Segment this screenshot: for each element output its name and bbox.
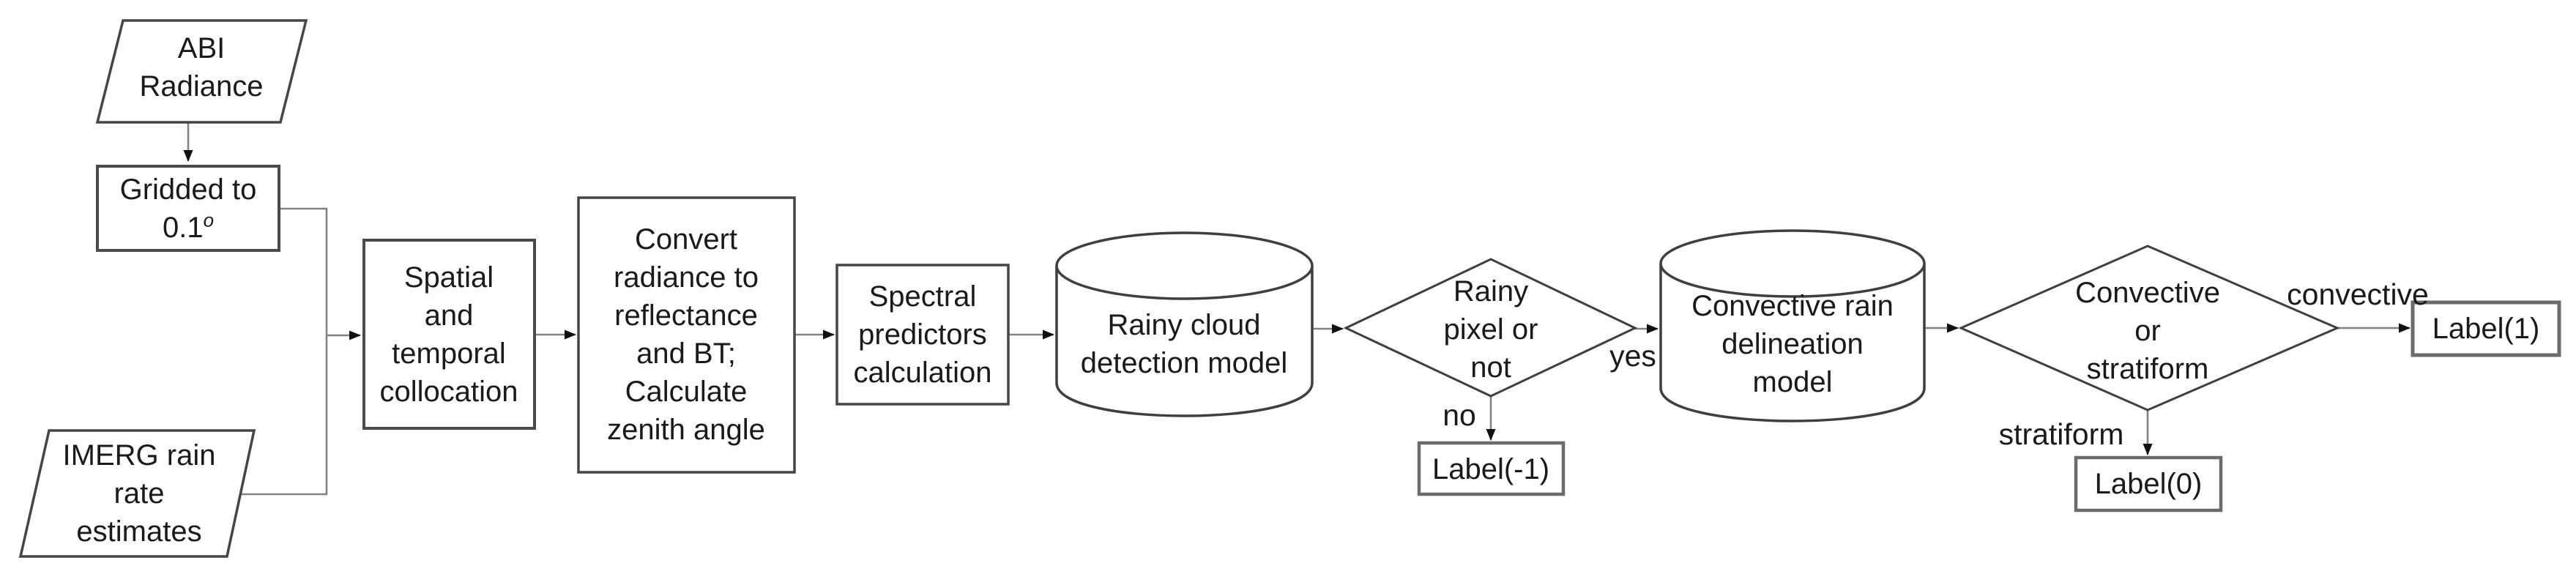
- label-minus1-shape: [1417, 441, 1566, 496]
- rainy-cloud-model-label: Rainy cloud detection model: [1080, 309, 1288, 379]
- edge-label-stratiform: stratiform: [1998, 417, 2124, 451]
- label-1-shape: [2411, 300, 2561, 357]
- connector-merge-elbow: [242, 207, 328, 496]
- rainy-cloud-model-shape: [1055, 231, 1314, 417]
- convective-model-shape: [1659, 229, 1926, 422]
- spectral-predictors-label: Spectral predictors calculation: [853, 280, 992, 389]
- label-minus1-text: Label(-1): [1432, 453, 1550, 485]
- convective-decision-label: Convective or stratiform: [2075, 277, 2220, 385]
- edge-label-convective: convective: [2287, 277, 2429, 311]
- convective-decision-shape: [1958, 245, 2340, 411]
- convert-radiance-label: Convert radiance to reflectance and BT; …: [607, 223, 765, 446]
- imerg-shape: [18, 429, 256, 558]
- gridded-shape: [96, 165, 280, 252]
- rainy-decision-label: Rainy pixel or not: [1443, 275, 1538, 384]
- edge-label-yes: yes: [1609, 339, 1656, 373]
- label-0-text: Label(0): [2094, 468, 2203, 500]
- gridded-label-line2: 0.1o: [162, 209, 215, 244]
- gridded-label: Gridded to 0.1o: [120, 133, 257, 285]
- spatial-collocation-label: Spatial and temporal collocation: [379, 261, 518, 408]
- label-0-shape: [2074, 455, 2223, 513]
- rainy-decision-shape: [1343, 258, 1638, 398]
- spatial-collocation-shape: [362, 239, 536, 430]
- spectral-predictors-shape: [835, 264, 1010, 406]
- imerg-label: IMERG rain rate estimates: [62, 439, 216, 548]
- convert-radiance-shape: [577, 196, 796, 474]
- abi-radiance-label: ABI Radiance: [139, 32, 264, 103]
- abi-radiance-shape: [95, 19, 308, 124]
- gridded-label-line1: Gridded to: [119, 174, 257, 206]
- edge-label-no: no: [1443, 398, 1476, 432]
- convective-model-label: Convective rain delineation model: [1691, 290, 1894, 398]
- label-1-text: Label(1): [2432, 313, 2540, 345]
- gridded-degree-superscript: o: [203, 209, 215, 231]
